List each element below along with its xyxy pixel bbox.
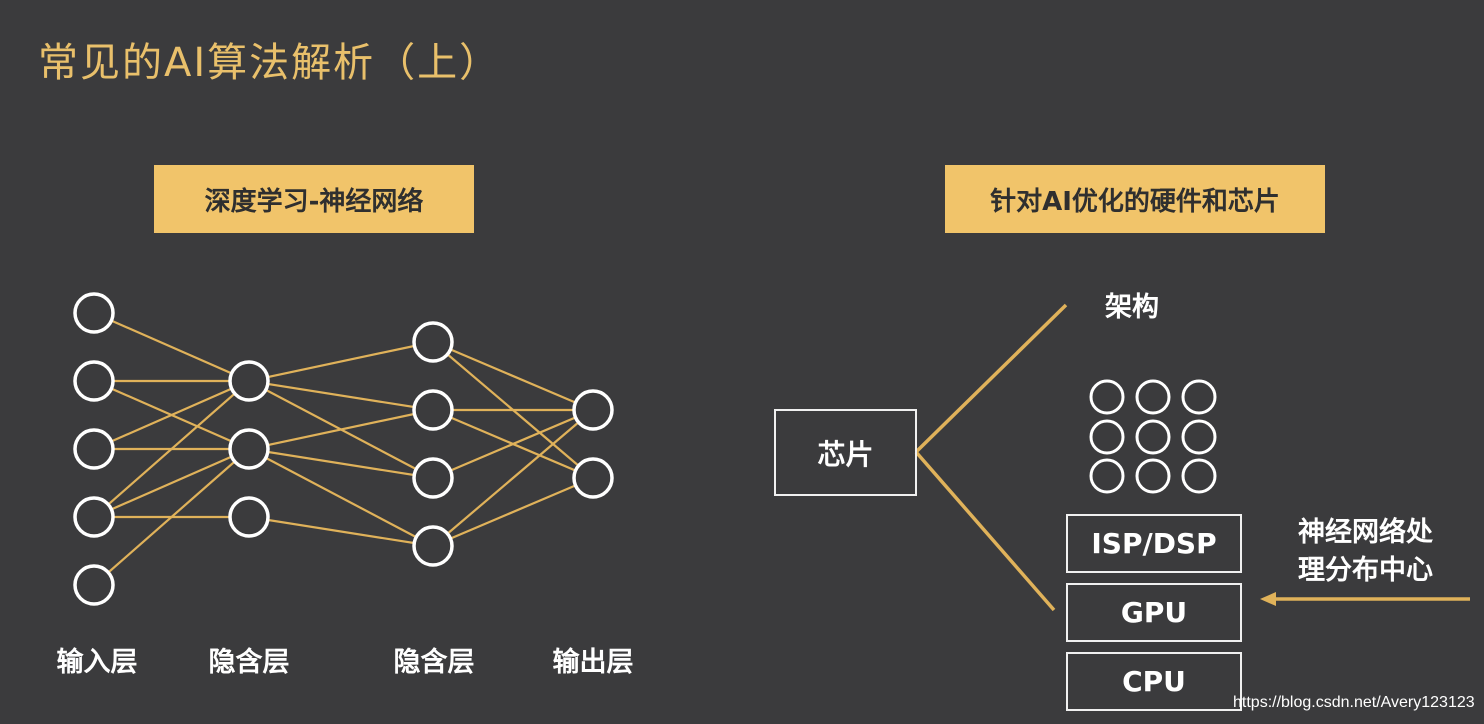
- neuron-node: [412, 525, 454, 567]
- npu-core-circle: [1181, 379, 1217, 415]
- chip-branch-lines: [914, 303, 1068, 612]
- network-edge: [248, 448, 434, 547]
- chip-box: 芯片: [774, 409, 917, 496]
- npu-core-circle: [1181, 458, 1217, 494]
- chip-to-soc-line: [914, 450, 1056, 612]
- isp-dsp-box: ISP/DSP: [1066, 514, 1242, 573]
- network-edge: [93, 311, 250, 383]
- input-layer-label: 输入层: [56, 647, 138, 678]
- network-edge: [432, 340, 594, 412]
- npu-label: 神经网络处 理分布中心: [1298, 514, 1458, 590]
- network-edge: [248, 340, 434, 383]
- page-title: 常见的AI算法解析（上）: [38, 40, 502, 86]
- network-edge: [93, 447, 250, 519]
- network-edge: [432, 409, 594, 547]
- network-edge: [248, 408, 434, 451]
- npu-label-line-1: 神经网络处: [1298, 517, 1433, 548]
- network-edge: [93, 379, 250, 451]
- npu-core-circle: [1181, 419, 1217, 455]
- npu-core-circle: [1089, 458, 1125, 494]
- neuron-node: [73, 292, 115, 334]
- network-edge: [248, 379, 434, 412]
- ai-hardware-tag: 针对AI优化的硬件和芯片: [945, 165, 1325, 233]
- architecture-label: 架构: [1105, 292, 1159, 323]
- neuron-node: [412, 457, 454, 499]
- npu-core-circle: [1089, 379, 1125, 415]
- network-edge: [93, 448, 250, 586]
- neuron-node: [73, 360, 115, 402]
- network-edge: [248, 515, 434, 548]
- output-layer-label: 输出层: [552, 647, 634, 678]
- neuron-node: [572, 457, 614, 499]
- npu-core-circle: [1135, 379, 1171, 415]
- network-edge: [248, 447, 434, 480]
- neuron-node: [228, 360, 270, 402]
- hidden-layer-1-label: 隐含层: [208, 647, 290, 678]
- network-edges: [93, 311, 594, 586]
- hidden-layer-2-label: 隐含层: [393, 647, 475, 678]
- neuron-node: [412, 389, 454, 431]
- arrow-icon: [1260, 592, 1470, 606]
- watermark: https://blog.csdn.net/Avery123123: [1233, 694, 1475, 711]
- chip-to-architecture-line: [914, 303, 1068, 454]
- neuron-node: [73, 496, 115, 538]
- deep-learning-tag: 深度学习-神经网络: [154, 165, 474, 233]
- npu-core-circle: [1135, 419, 1171, 455]
- gpu-box: GPU: [1066, 583, 1242, 642]
- neuron-node: [73, 564, 115, 606]
- neuron-node: [228, 496, 270, 538]
- cpu-box: CPU: [1066, 652, 1242, 711]
- network-edge: [93, 380, 250, 518]
- neuron-node: [572, 389, 614, 431]
- network-edge: [432, 408, 594, 480]
- network-edge: [432, 476, 594, 548]
- neuron-node: [412, 321, 454, 363]
- npu-label-line-2: 理分布中心: [1298, 555, 1433, 586]
- npu-core-circle: [1089, 419, 1125, 455]
- npu-core-circle: [1135, 458, 1171, 494]
- npu-core-grid: [1089, 379, 1217, 494]
- neuron-node: [73, 428, 115, 470]
- network-nodes: [73, 292, 614, 606]
- neuron-node: [228, 428, 270, 470]
